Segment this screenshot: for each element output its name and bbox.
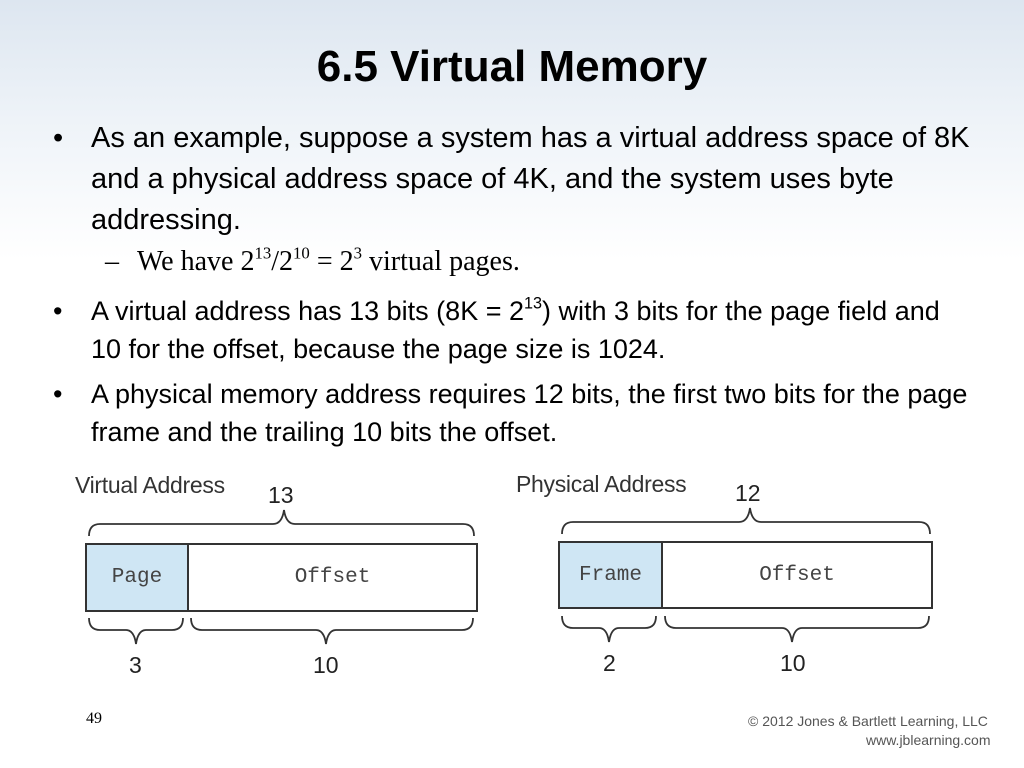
physical-address-label: Physical Address (516, 471, 687, 497)
bullet-1-text: As an example, suppose a system has a vi… (91, 122, 970, 236)
sub1-mid1: /2 (271, 246, 294, 277)
offset-field: Offset (759, 563, 835, 587)
sub1-suffix: virtual pages. (362, 246, 520, 277)
physical-address-box: Frame Offset (558, 541, 933, 609)
bullet-3-text: A physical memory address requires 12 bi… (91, 379, 968, 447)
bullet-2-exp: 13 (524, 294, 543, 313)
bullet-dot: • (53, 296, 63, 326)
virtual-address-box: Page Offset (85, 543, 478, 612)
sub1-mid2: = 2 (309, 246, 354, 277)
virtual-offset-brace (190, 617, 474, 645)
physical-total-bits: 12 (735, 480, 761, 506)
virtual-offset-bits: 10 (313, 652, 339, 678)
bullet-1: • As an example, suppose a system has a … (53, 118, 971, 241)
page-field: Page (87, 545, 189, 610)
frame-field: Frame (560, 543, 663, 607)
sub-bullet-1: –We have 213/210 = 23 virtual pages. (105, 243, 520, 278)
copyright-notice: © 2012 Jones & Bartlett Learning, LLC ww… (748, 712, 991, 750)
virtual-page-bits: 3 (129, 652, 142, 678)
virtual-top-brace (88, 509, 475, 537)
bullet-3: • A physical memory address requires 12 … (53, 375, 971, 451)
page-number: 49 (86, 710, 102, 727)
virtual-address-label: Virtual Address (75, 472, 225, 498)
physical-frame-brace (561, 615, 657, 643)
sub1-exp3: 3 (353, 243, 362, 263)
sub1-exp1: 13 (254, 243, 272, 263)
bullet-2: • A virtual address has 13 bits (8K = 21… (53, 292, 971, 368)
copyright-text: © 2012 Jones & Bartlett Learning, LLC (748, 713, 988, 729)
bullet-dot: • (53, 122, 64, 154)
sub1-exp2: 10 (293, 243, 310, 263)
physical-offset-bits: 10 (780, 650, 806, 676)
bullet-dot: • (53, 379, 63, 409)
physical-top-brace (561, 507, 931, 535)
bullet-2-suffix: ) with 3 bits for the page field and 10 … (91, 296, 940, 364)
bullet-2-prefix: A virtual address has 13 bits (8K = 2 (91, 296, 524, 326)
physical-frame-bits: 2 (603, 650, 616, 676)
slide-title: 6.5 Virtual Memory (316, 42, 708, 91)
website-text: www.jblearning.com (866, 732, 991, 748)
virtual-total-bits: 13 (268, 482, 294, 508)
physical-offset-brace (664, 615, 930, 643)
virtual-page-brace (88, 617, 184, 645)
sub1-prefix: We have 2 (137, 246, 255, 277)
offset-field: Offset (294, 566, 371, 589)
sub-bullet-dash: – (105, 246, 119, 277)
